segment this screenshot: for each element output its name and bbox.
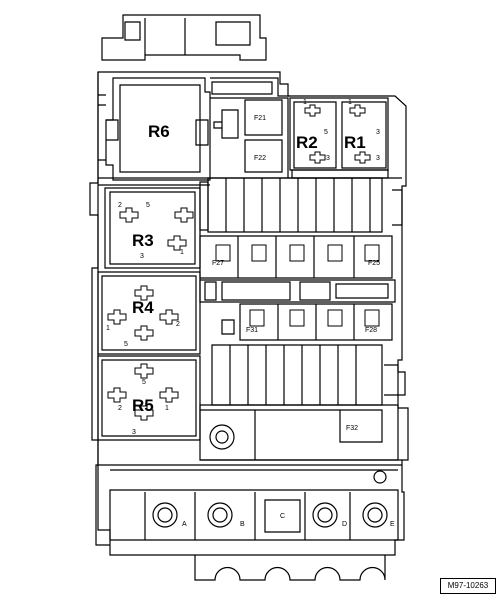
terminal-label-d: D [342, 521, 347, 528]
box-outline [97, 71, 409, 556]
pin-label: 1 [348, 99, 352, 106]
fuse-label-f28: F28 [365, 327, 377, 334]
fuse-label-f27: F27 [212, 260, 224, 267]
upper-fuse-row [207, 177, 383, 233]
pin-label: 3 [132, 429, 136, 436]
terminal-label-a: A [182, 521, 187, 528]
pin-label: 2 [118, 405, 122, 412]
r3-housing [104, 187, 201, 269]
pin-label: 1 [165, 405, 169, 412]
pin-label: 5 [142, 379, 146, 386]
lower-fuse-row [239, 303, 393, 341]
terminal-label-b: B [240, 521, 245, 528]
relay-label-r4: R4 [132, 298, 154, 317]
pin-label: 5 [124, 341, 128, 348]
pin-label: 3 [326, 155, 330, 162]
pin-label: 3 [140, 253, 144, 260]
fuse-label-f32: F32 [346, 425, 358, 432]
terminal-label-c: C [280, 513, 285, 520]
terminal-label-e: E [390, 521, 395, 528]
pin-label: 3 [376, 129, 380, 136]
pin-label: 2 [118, 202, 122, 209]
fuse-label-f21: F21 [254, 115, 266, 122]
pin-label: 3 [376, 155, 380, 162]
pin-label: 5 [324, 129, 328, 136]
relay-label-r5: R5 [132, 396, 154, 415]
relay-label-r1: R1 [344, 133, 366, 152]
figure-reference: M97-10263 [440, 578, 496, 594]
pin-label: 1 [180, 249, 184, 256]
pin-label: 1 [106, 325, 110, 332]
pin-label: 1 [303, 99, 307, 106]
top-connector-housing [101, 14, 267, 61]
relay-label-r6: R6 [148, 122, 170, 141]
fuse-label-f25: F25 [368, 260, 380, 267]
pin-label: 5 [146, 202, 150, 209]
middle-fuse-row [199, 235, 393, 279]
r4-housing [97, 271, 201, 355]
terminal-block [109, 489, 399, 541]
fuse-label-f22: F22 [254, 155, 266, 162]
fuse-label-f31: F31 [246, 327, 258, 334]
relay-label-r2: R2 [296, 133, 318, 152]
pin-label: 2 [176, 321, 180, 328]
relay-label-r3: R3 [132, 231, 154, 250]
